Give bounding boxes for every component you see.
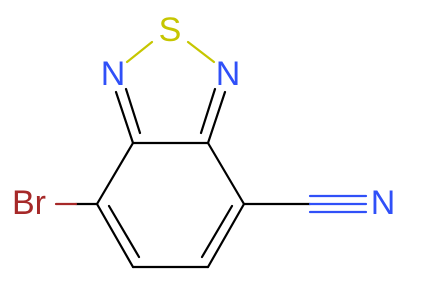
bond-c4-c5 [206, 202, 246, 269]
bond-c6-c7-double [107, 204, 141, 259]
sulfur-atom-label: S [159, 11, 182, 49]
bromine-atom-label: Br [12, 184, 46, 222]
bond-n-right-c3a-double [199, 87, 217, 135]
bond-s-n-right [186, 40, 216, 64]
bond-c7-c7a [95, 141, 135, 206]
bond-n-left-c7a [114, 90, 135, 145]
bond-s-n-left [125, 40, 154, 64]
nitrile-nitrogen-atom-label: N [371, 184, 396, 222]
bonds [54, 40, 368, 269]
nitrogen-left-atom-label: N [101, 55, 126, 93]
bond-n-right-c3a [206, 90, 227, 145]
nitrogen-right-atom-label: N [216, 55, 241, 93]
bond-c3a-c4 [206, 141, 246, 206]
atom-labels: S N N Br N [12, 11, 395, 222]
bond-c6-c7 [95, 202, 135, 269]
bond-n-left-c7a-double [124, 87, 142, 135]
bond-c4-c5-double [200, 204, 234, 259]
